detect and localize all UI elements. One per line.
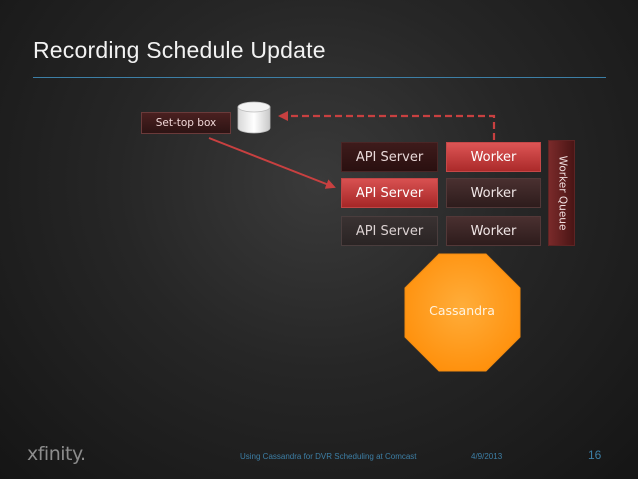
api-server-3: API Server (341, 216, 438, 246)
footer-presentation-title: Using Cassandra for DVR Scheduling at Co… (240, 452, 417, 461)
database-icon (237, 101, 271, 134)
worker-queue (548, 140, 575, 246)
request-arrow (208, 137, 336, 189)
title-underline (33, 77, 606, 78)
xfinity-logo: xfinity. (27, 443, 86, 465)
update-return-arrow (278, 111, 496, 140)
cassandra-label: Cassandra (429, 303, 495, 318)
worker-3: Worker (446, 216, 541, 246)
worker-2: Worker (446, 178, 541, 208)
page-number: 16 (588, 448, 602, 462)
footer-date: 4/9/2013 (471, 452, 503, 461)
cassandra-node (404, 253, 521, 372)
worker-queue-label: Worker Queue (556, 155, 569, 231)
worker-queue-label-wrap: Worker Queue (549, 140, 575, 246)
api-server-1: API Server (341, 142, 438, 172)
set-top-box: Set-top box (141, 112, 231, 134)
worker-1: Worker (446, 142, 541, 172)
api-server-2: API Server (341, 178, 438, 208)
slide-title: Recording Schedule Update (33, 37, 326, 63)
